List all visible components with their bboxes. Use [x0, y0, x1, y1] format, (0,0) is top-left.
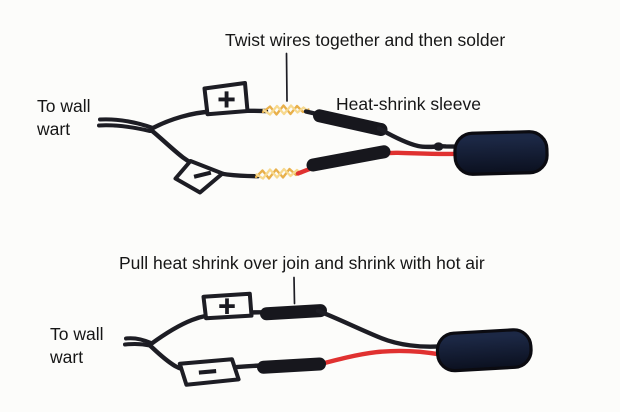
wall-wart-label-top: To wall wart [37, 95, 91, 141]
heat-shrink-over-join-negative [257, 357, 326, 374]
wall-wart-label-line1: To wall [50, 324, 104, 344]
wire-knot [433, 142, 444, 151]
top-diagram: + − [97, 52, 549, 195]
wall-wart-cable-lower [97, 123, 152, 133]
barrel-connector [453, 130, 549, 176]
heat-shrink-over-join-positive [260, 304, 327, 321]
twist-strand [262, 104, 310, 116]
wall-wart-cable-lower [123, 341, 152, 348]
heat-shrink-sleeve-negative [306, 145, 391, 172]
wall-wart-label-line2: wart [37, 119, 71, 139]
annotation-pointer-line [293, 276, 296, 305]
wall-wart-label-line1: To wall [37, 96, 91, 116]
negative-terminal-box [177, 357, 241, 387]
twist-join-negative [254, 167, 303, 180]
negative-terminal-box [173, 159, 225, 195]
top-annotation-label: Twist wires together and then solder [225, 30, 506, 50]
black-output-wire [315, 308, 444, 349]
positive-symbol: + [217, 294, 236, 320]
negative-symbol: − [195, 356, 219, 388]
annotation-pointer-line [285, 52, 288, 102]
bottom-diagram: + − [123, 276, 533, 388]
twist-strand [255, 167, 303, 180]
positive-symbol: + [216, 85, 236, 113]
red-output-wire [311, 348, 444, 368]
twist-join-positive [261, 104, 310, 116]
positive-terminal-box [202, 81, 250, 117]
heat-shrink-sleeve-positive [313, 109, 388, 136]
heat-shrink-sleeve-label: Heat-shrink sleeve [336, 94, 481, 114]
wall-wart-cable-upper [124, 336, 153, 345]
barrel-connector [435, 328, 533, 373]
wall-wart-label-bottom: To wall wart [50, 323, 104, 369]
bottom-annotation-label: Pull heat shrink over join and shrink wi… [119, 253, 485, 273]
black-output-wire [376, 126, 460, 150]
positive-terminal-box [201, 291, 254, 321]
wall-wart-cable-upper [98, 117, 155, 130]
wall-wart-label-line2: wart [50, 347, 84, 367]
